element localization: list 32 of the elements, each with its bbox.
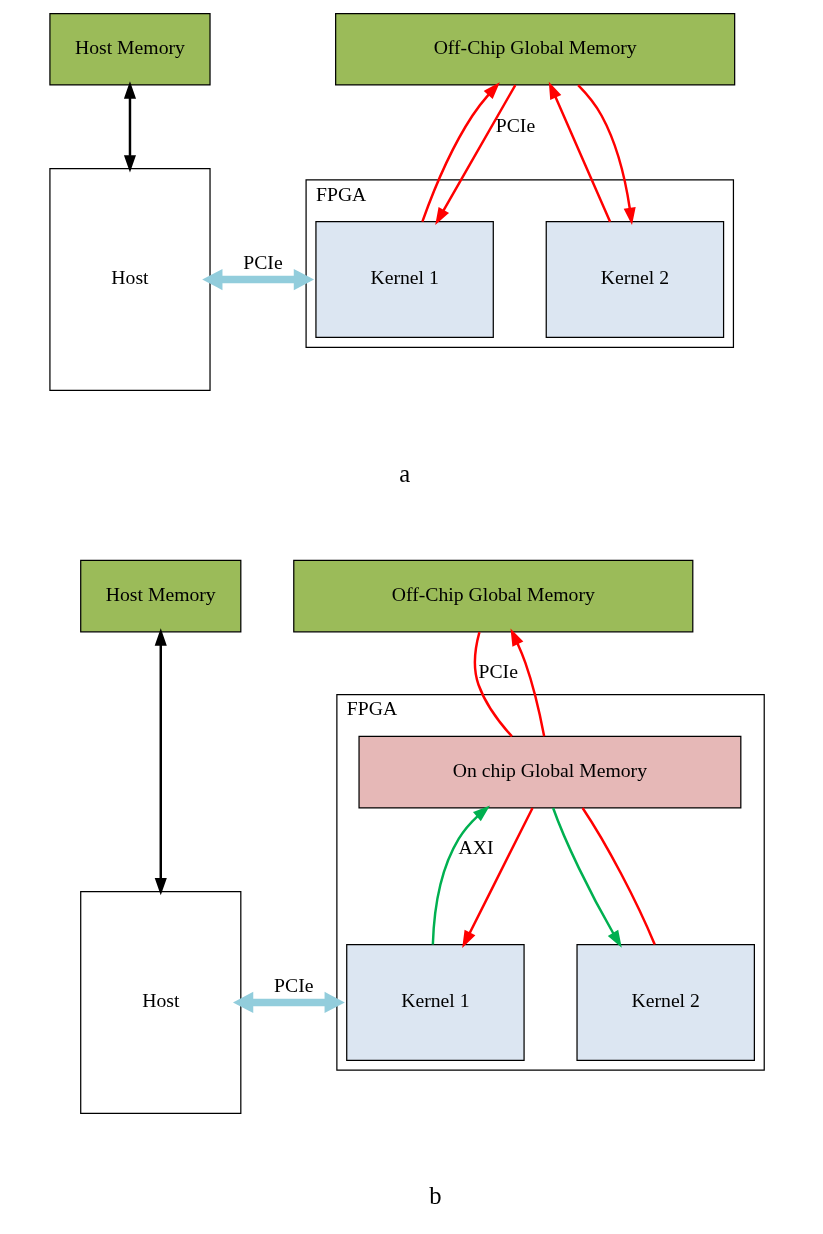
arrow [510, 628, 545, 737]
node-box: Kernel 1 [345, 943, 525, 1061]
arrow [123, 81, 136, 173]
node-box: Host Memory [48, 12, 211, 86]
arrow [548, 81, 611, 223]
connector [473, 631, 513, 738]
label: a [398, 459, 410, 487]
edge-label: AXI [458, 836, 494, 859]
node-box: Kernel 2 [575, 943, 755, 1061]
node-box: Off-Chip Global Memory [292, 559, 693, 633]
node-box: Off-Chip Global Memory [334, 12, 735, 86]
node-box: Kernel 1 [314, 221, 494, 339]
edge-label: PCIe [273, 974, 313, 997]
arrow [201, 268, 314, 291]
node-box: Kernel 2 [545, 221, 724, 339]
node-box: Host [48, 168, 211, 391]
node-box: Host Memory [79, 559, 241, 633]
arrow [551, 807, 622, 948]
arrow [461, 807, 534, 948]
edge-label: PCIe [495, 113, 535, 136]
edge-label: PCIe [242, 251, 283, 274]
node-box: Host [79, 891, 241, 1114]
arrow [576, 84, 636, 226]
arrow [420, 82, 500, 222]
connector [581, 807, 656, 946]
arrow [154, 628, 167, 896]
arrow [232, 991, 345, 1014]
arrow [431, 805, 490, 945]
edge-label: PCIe [478, 660, 518, 683]
arrow [434, 84, 516, 225]
label: b [428, 1182, 442, 1210]
node-box: On chip Global Memory [357, 735, 741, 809]
